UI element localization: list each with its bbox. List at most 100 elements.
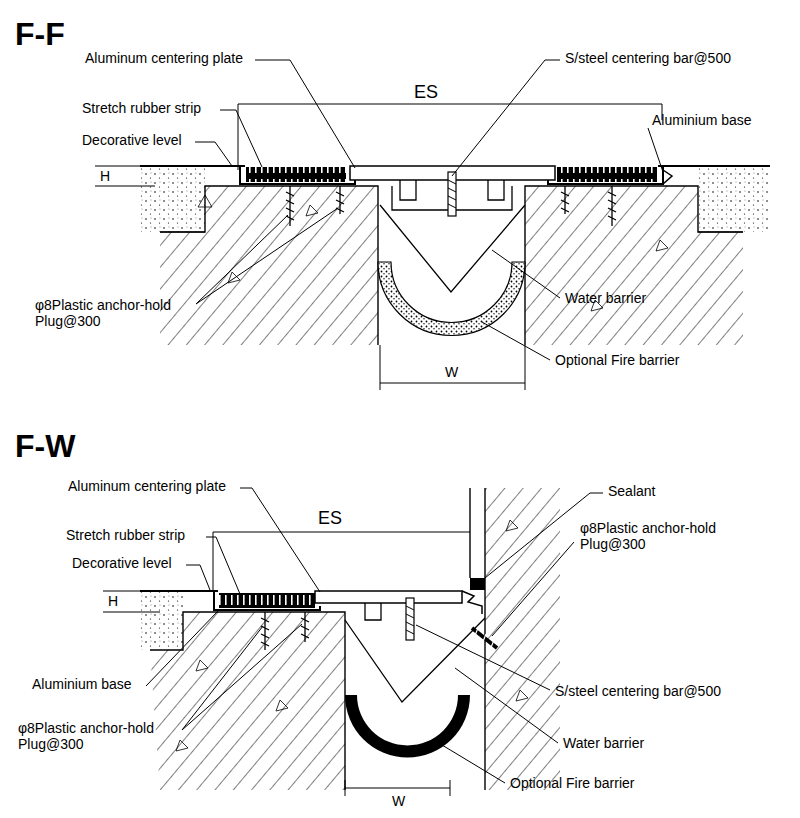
- section-title: F-F: [15, 16, 65, 52]
- anchor-plug: [336, 186, 344, 214]
- rubber-strip: [219, 593, 315, 608]
- leader-line: [186, 565, 210, 590]
- part-label: Decorative level: [72, 555, 172, 571]
- dimension-line: [95, 166, 155, 186]
- anchor-plug: [261, 612, 269, 650]
- leader-line: [182, 624, 302, 730]
- leader-line: [196, 208, 338, 304]
- centering-plate: [315, 591, 462, 603]
- leader-line: [492, 250, 560, 298]
- centering-plate: [488, 180, 504, 200]
- centering-bar: [406, 598, 414, 640]
- part-label: Aluminium base: [652, 112, 752, 128]
- dimension-label: H: [108, 593, 118, 609]
- anchor-plug: [474, 628, 494, 650]
- dimension-label: W: [392, 793, 405, 809]
- dimension-line: [213, 532, 470, 592]
- water-barrier: [345, 618, 485, 702]
- fire-barrier: [345, 695, 470, 758]
- screed-layer: [140, 591, 183, 650]
- water-barrier: [380, 205, 525, 292]
- leader-line: [482, 322, 550, 360]
- anchor-plug: [286, 186, 616, 226]
- rubber-strip: [219, 593, 315, 608]
- part-label: S/steel centering bar@500: [565, 50, 731, 66]
- centering-plate: [400, 180, 416, 200]
- part-label: Water barrier: [565, 290, 646, 306]
- concrete-slab: [656, 240, 668, 251]
- part-label: Optional Fire barrier: [510, 775, 635, 791]
- aluminium-base: [548, 166, 663, 184]
- dimension-label: H: [100, 168, 110, 184]
- screed-layer: [698, 166, 770, 232]
- leader-line: [195, 142, 232, 166]
- part-label: φ8Plastic anchor-hold Plug@300: [35, 297, 195, 329]
- leader-line: [195, 60, 663, 360]
- wall: [469, 488, 470, 578]
- dimension-line: [380, 345, 525, 390]
- dimension-label: W: [445, 364, 458, 380]
- concrete-slab: [176, 740, 188, 751]
- part-label: Optional Fire barrier: [555, 352, 680, 368]
- aluminium-base: [240, 166, 355, 184]
- fire-barrier: [345, 695, 470, 758]
- centering-plate: [315, 591, 482, 620]
- aluminium-base: [663, 170, 672, 184]
- part-label: φ8Plastic anchor-hold Plug@300: [18, 720, 178, 752]
- leader-line: [255, 60, 355, 168]
- concrete-slab: [276, 700, 288, 711]
- wall: [470, 488, 560, 790]
- part-label: φ8Plastic anchor-hold Plug@300: [580, 520, 740, 552]
- concrete-slab: [196, 660, 208, 671]
- screed-layer: [140, 591, 183, 650]
- part-label: Aluminum centering plate: [85, 50, 243, 66]
- aluminium-base: [214, 591, 320, 610]
- part-label: Stretch rubber strip: [82, 100, 201, 116]
- screed-layer: [160, 232, 205, 233]
- leader-line: [442, 745, 505, 783]
- leader-line: [206, 537, 240, 594]
- screed-layer: [140, 166, 770, 232]
- dimension-line: [238, 104, 662, 170]
- leader-line: [648, 128, 663, 172]
- centering-bar: [406, 598, 414, 640]
- leader-line: [452, 60, 560, 176]
- centering-bar: [406, 606, 414, 634]
- concrete-slab: [306, 205, 318, 216]
- part-label: Stretch rubber strip: [66, 527, 185, 543]
- section-title: F-W: [15, 428, 75, 464]
- wall: [516, 690, 528, 701]
- part-label: Sealant: [608, 483, 655, 499]
- part-label: S/steel centering bar@500: [555, 683, 721, 699]
- rubber-strip: [246, 167, 346, 182]
- leader-line: [182, 626, 263, 730]
- centering-bar: [448, 172, 456, 216]
- anchor-plug: [286, 186, 294, 226]
- part-label: Aluminum centering plate: [68, 478, 226, 494]
- part-label: Aluminium base: [32, 676, 132, 692]
- part-label: Decorative level: [82, 132, 182, 148]
- anchor-plug: [261, 612, 497, 650]
- water-barrier: [345, 618, 485, 702]
- wall: [485, 488, 560, 790]
- centering-bar: [448, 172, 456, 216]
- leader-line: [146, 611, 218, 686]
- dimension-label: ES: [318, 508, 342, 528]
- leader-line: [146, 488, 603, 783]
- fire-barrier: [378, 262, 525, 336]
- centering-plate: [462, 591, 482, 614]
- leader-line: [492, 542, 574, 636]
- leader-line: [455, 668, 558, 743]
- part-label: Water barrier: [563, 735, 644, 751]
- anchor-plug: [561, 186, 569, 214]
- fire-barrier: [378, 262, 525, 336]
- water-barrier: [380, 205, 525, 292]
- leader-line: [196, 215, 288, 304]
- dimension-line: [103, 591, 160, 612]
- dimension-label: ES: [414, 82, 438, 102]
- wall: [506, 520, 518, 531]
- rubber-strip: [557, 167, 657, 182]
- leader-line: [240, 488, 320, 592]
- leader-line: [416, 625, 550, 690]
- aluminium-base: [214, 591, 320, 610]
